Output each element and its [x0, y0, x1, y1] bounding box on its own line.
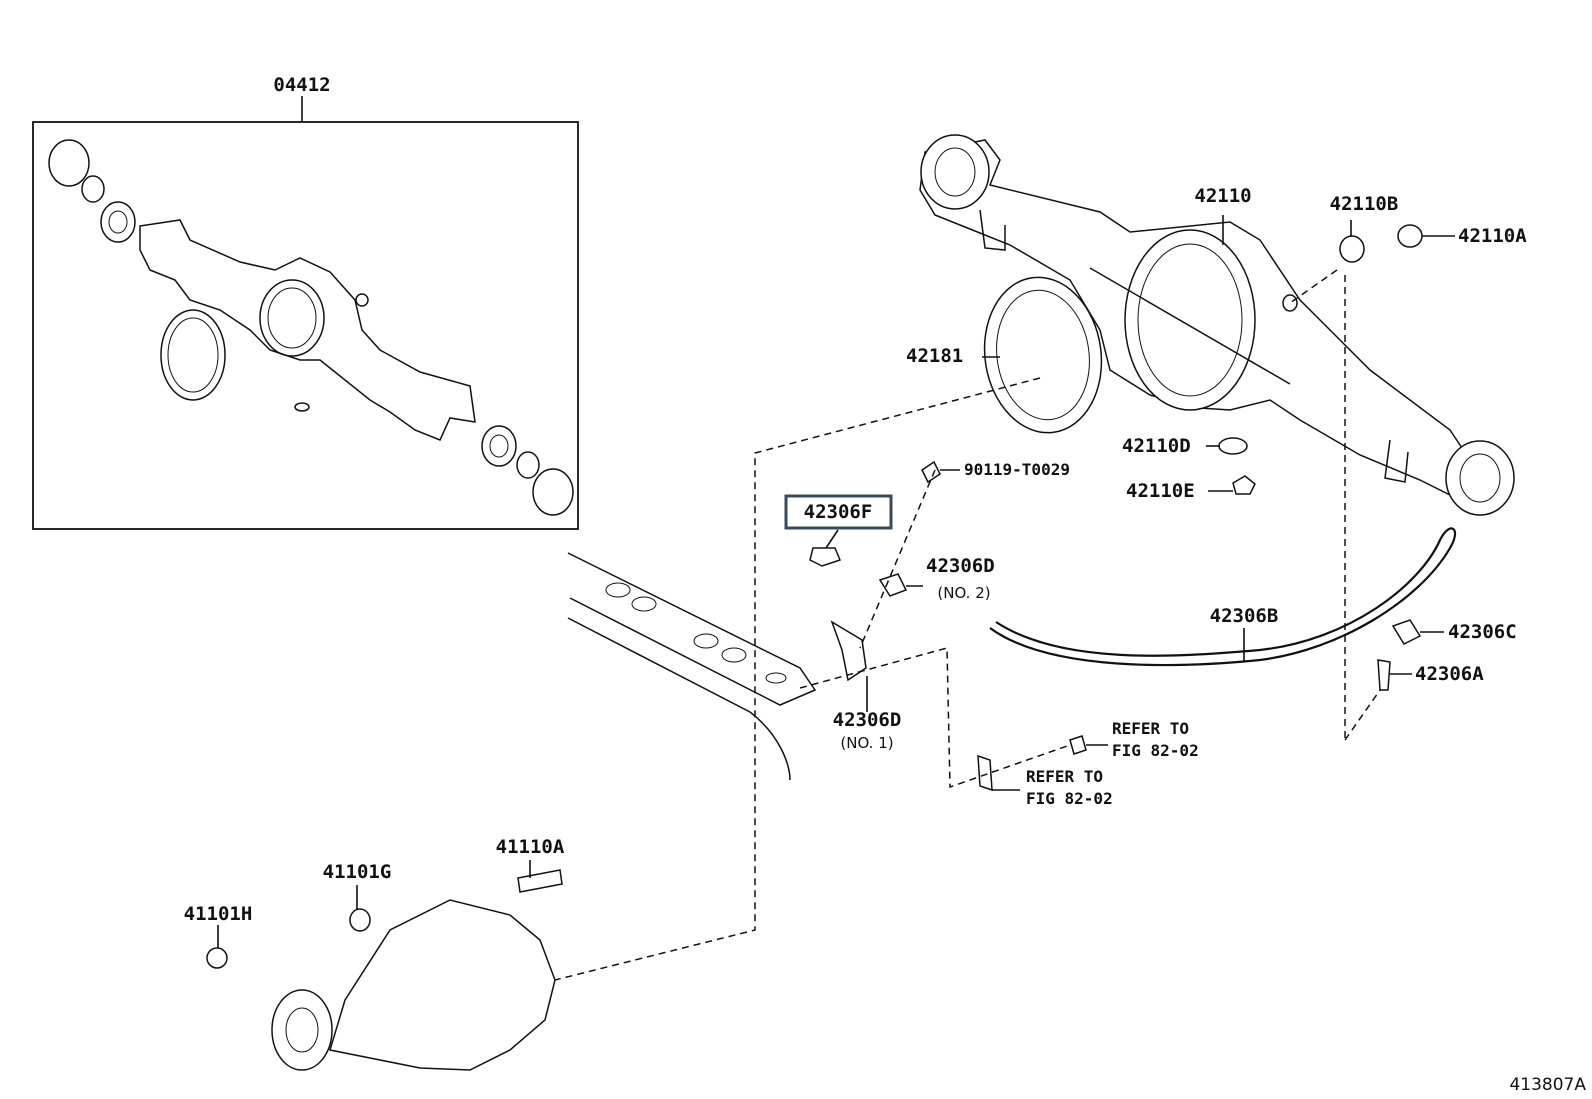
label-90119-t0029[interactable]: 90119-T0029	[964, 460, 1070, 479]
label-42306b[interactable]: 42306B	[1210, 605, 1279, 627]
clamp-no2	[878, 573, 908, 597]
label-42306d-no2[interactable]: 42306D	[926, 555, 995, 577]
breather-hose	[989, 527, 1457, 667]
union-42306a	[1377, 659, 1391, 691]
plug-42110b	[1339, 235, 1365, 263]
stopper-42110e	[1232, 475, 1256, 495]
label-42110e[interactable]: 42110E	[1126, 480, 1195, 502]
hose-clamp-42306c	[1391, 619, 1422, 645]
label-41110a[interactable]: 41110A	[496, 836, 565, 858]
label-42306a[interactable]: 42306A	[1415, 663, 1484, 685]
highlight-frame	[784, 494, 893, 530]
part-42306f	[809, 547, 842, 567]
label-42306d-no2-sub: (NO. 2)	[937, 584, 990, 602]
label-42306c[interactable]: 42306C	[1448, 621, 1517, 643]
label-refer-1-line1[interactable]: REFER TO	[1112, 719, 1189, 738]
leader-lines	[217, 215, 1455, 948]
stopper-42110d	[1218, 437, 1248, 455]
frame-rail	[567, 552, 817, 781]
nut-41101g	[349, 908, 371, 932]
ref-bracket	[977, 754, 993, 792]
label-42306f[interactable]: 42306F	[804, 501, 873, 523]
bolt-90119	[921, 460, 941, 484]
differential-group	[206, 869, 563, 1071]
label-41101h[interactable]: 41101H	[184, 903, 253, 925]
label-42306d-no1[interactable]: 42306D	[833, 709, 902, 731]
gasket-kit-frame	[32, 121, 579, 530]
diagram-id: 413807A	[1509, 1075, 1586, 1095]
label-refer-2-line1[interactable]: REFER TO	[1026, 767, 1103, 786]
clamp-no1-bracket	[830, 620, 867, 682]
ref-bolt	[1069, 735, 1087, 755]
label-42110a[interactable]: 42110A	[1458, 225, 1527, 247]
nut-41101h	[206, 947, 228, 969]
stud-41110a	[517, 869, 563, 893]
label-42110b[interactable]: 42110B	[1330, 193, 1399, 215]
label-42181[interactable]: 42181	[906, 345, 963, 367]
cover-gasket	[983, 276, 1103, 434]
label-42110d[interactable]: 42110D	[1122, 435, 1191, 457]
label-41101g[interactable]: 41101G	[323, 861, 392, 883]
label-42110[interactable]: 42110	[1194, 185, 1251, 207]
gasket-kit-contents	[48, 139, 574, 516]
label-04412[interactable]: 04412	[273, 74, 330, 96]
label-42306d-no1-sub: (NO. 1)	[840, 734, 893, 752]
axle-housing-group	[919, 134, 1515, 516]
assembly-lines	[554, 269, 1381, 981]
label-refer-1-line2[interactable]: FIG 82-02	[1112, 741, 1199, 760]
cover-group	[983, 276, 1103, 434]
label-refer-2-line2[interactable]: FIG 82-02	[1026, 789, 1113, 808]
gasket-kit-group	[32, 96, 579, 530]
plug-42110a	[1397, 224, 1423, 248]
